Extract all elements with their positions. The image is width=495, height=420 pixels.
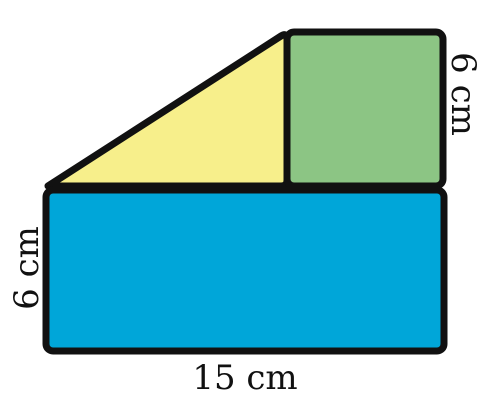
rectangle-height-label: 6 cm xyxy=(7,226,47,310)
green-square xyxy=(283,28,447,190)
square-side-label: 6 cm xyxy=(443,52,483,136)
yellow-triangle xyxy=(44,31,291,190)
blue-rectangle xyxy=(42,186,448,355)
rectangle-width-label: 15 cm xyxy=(192,358,297,398)
